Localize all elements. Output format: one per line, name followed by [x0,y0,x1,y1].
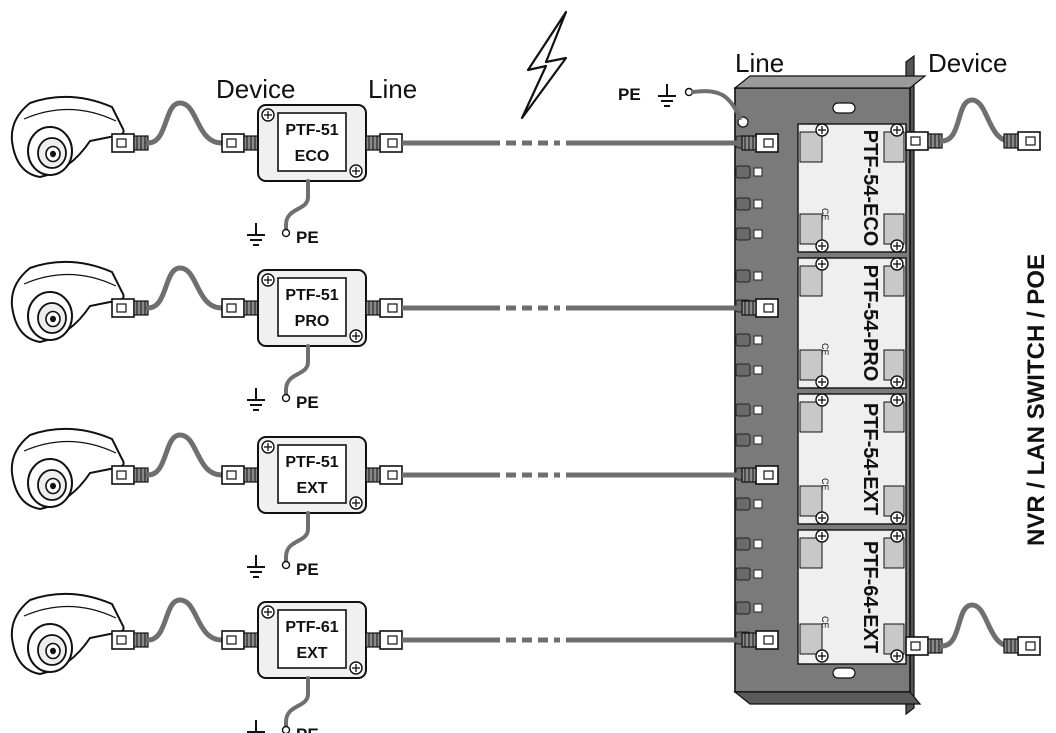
header-right-device-label: Device [928,48,1007,78]
ground-symbol-icon [246,554,266,578]
panel-module-label: PTF-54-ECO [859,130,881,247]
lightning-bolt-icon [520,10,568,120]
protector-model-label: PTF-61 [285,619,338,636]
protector-pe-label: PE [296,228,319,247]
ring-terminal-icon [281,560,291,570]
dome-camera-icon [10,260,125,343]
ce-mark: CE [820,478,830,491]
protector-pe-label: PE [296,560,319,579]
ce-mark: CE [820,616,830,629]
header-right-line-label: Line [735,48,784,78]
rj45-plug-icon [365,465,403,485]
panel-pe-label: PE [618,85,641,104]
rj45-plug-icon [221,298,259,318]
dome-camera-icon [10,427,125,510]
panel-module-label: PTF-54-PRO [859,265,881,382]
ground-symbol-icon [246,222,266,246]
channel-rows: PTF-51ECOPEPTF-51PROPEPTF-51EXTPEPTF-61E… [10,95,779,733]
rj45-plug-icon [111,465,149,485]
protector-model-label: PTF-51 [285,454,338,471]
rj45-plug-icon [1003,131,1041,151]
dome-camera-icon [10,592,125,675]
ground-symbol-icon [246,387,266,411]
rj45-plug-icon [741,298,779,318]
ring-terminal-icon [281,393,291,403]
header-left-device-label: Device [216,74,295,104]
right-device-cable-top [905,97,1041,151]
protector-pe-label: PE [296,725,319,733]
ground-symbol-icon [657,83,677,107]
rj45-plug-icon [365,630,403,650]
rj45-plug-icon [365,298,403,318]
panel-module-3: CE PTF-54-EXT [797,393,907,525]
protector-pe-label: PE [296,393,319,412]
ring-terminal-icon [281,228,291,238]
protector-variant-label: EXT [296,645,327,662]
panel-module-label: PTF-54-EXT [859,403,881,515]
ce-mark: CE [820,343,830,356]
protector-variant-label: PRO [295,313,330,330]
rj45-plug-icon [111,298,149,318]
protector-variant-label: ECO [295,148,330,165]
panel-module-1: CE PTF-54-ECO [797,123,907,253]
ring-terminal-icon [281,725,291,733]
rj45-plug-icon [741,630,779,650]
panel-module-label: PTF-64-EXT [859,541,881,653]
rj45-plug-icon [221,465,259,485]
patch-panel: CE PTF-54-ECO CE PTF-54-PRO CE PTF-54-EX… [733,54,927,716]
rj45-plug-icon [741,465,779,485]
rj45-plug-icon [221,133,259,153]
rj45-plug-icon [1003,636,1041,656]
ce-mark: CE [820,208,830,221]
dome-camera-icon [10,95,125,178]
rj45-plug-icon [741,133,779,153]
protector-model-label: PTF-51 [285,287,338,304]
protector-model-label: PTF-51 [285,122,338,139]
header-left-line-label: Line [368,74,417,104]
rj45-plug-icon [365,133,403,153]
rj45-plug-icon [111,630,149,650]
rj45-plug-icon [111,133,149,153]
rj45-plug-icon [221,630,259,650]
nvr-switch-poe-label: NVR / LAN SWITCH / POE [1023,254,1050,546]
panel-module-2: CE PTF-54-PRO [797,257,907,389]
ground-symbol-icon [246,719,266,733]
protector-variant-label: EXT [296,480,327,497]
panel-module-4: CE PTF-64-EXT [797,529,907,665]
right-device-cable-bottom [905,602,1041,656]
